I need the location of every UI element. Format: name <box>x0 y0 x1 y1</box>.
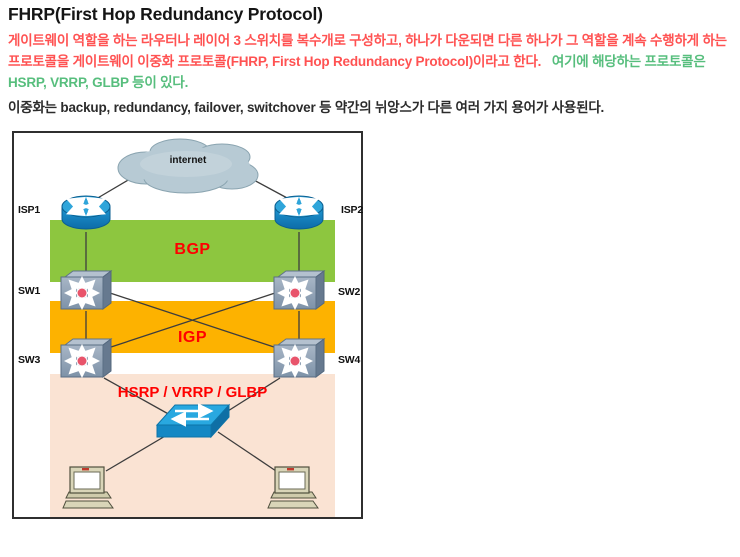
intro-red-text: 게이트웨이 역할을 하는 라우터나 레이어 3 스위치를 복수개로 구성하고, … <box>8 33 731 69</box>
device-label-sw3: SW3 <box>18 354 41 366</box>
intro-paragraph: 게이트웨이 역할을 하는 라우터나 레이어 3 스위치를 복수개로 구성하고, … <box>8 30 738 93</box>
internet-label: internet <box>169 155 207 166</box>
switch-icon-sw3 <box>59 337 113 381</box>
connection-lines <box>85 178 300 472</box>
l2-switch-icon <box>155 403 231 443</box>
switch-icon-sw4 <box>272 337 326 381</box>
device-label-isp2: ISP2 <box>341 204 363 216</box>
device-label-isp1: ISP1 <box>18 204 40 216</box>
network-diagram: BGP IGP HSRP / VRRP / GLBP internet <box>12 131 363 519</box>
igp-label: IGP <box>177 329 208 346</box>
intro-green-text: 여기에 해당하는 프로토콜은 HSRP, VRRP, GLBP 등이 있다. <box>8 54 710 90</box>
fhrp-label: HSRP / VRRP / GLBP <box>117 384 268 401</box>
pc-icon-left <box>61 465 117 511</box>
internet-cloud-icon <box>112 137 264 195</box>
pc-icon-right <box>266 465 322 511</box>
device-label-sw2: SW2 <box>338 286 361 298</box>
page-title: FHRP(First Hop Redundancy Protocol) <box>8 4 323 24</box>
switch-icon-sw1 <box>59 269 113 313</box>
router-icon-isp1 <box>58 190 114 234</box>
note-paragraph: 이중화는 backup, redundancy, failover, switc… <box>8 100 605 115</box>
router-icon-isp2 <box>271 190 327 234</box>
bgp-label: BGP <box>174 241 211 258</box>
switch-icon-sw2 <box>272 269 326 313</box>
device-label-sw4: SW4 <box>338 354 361 366</box>
device-label-sw1: SW1 <box>18 285 41 297</box>
